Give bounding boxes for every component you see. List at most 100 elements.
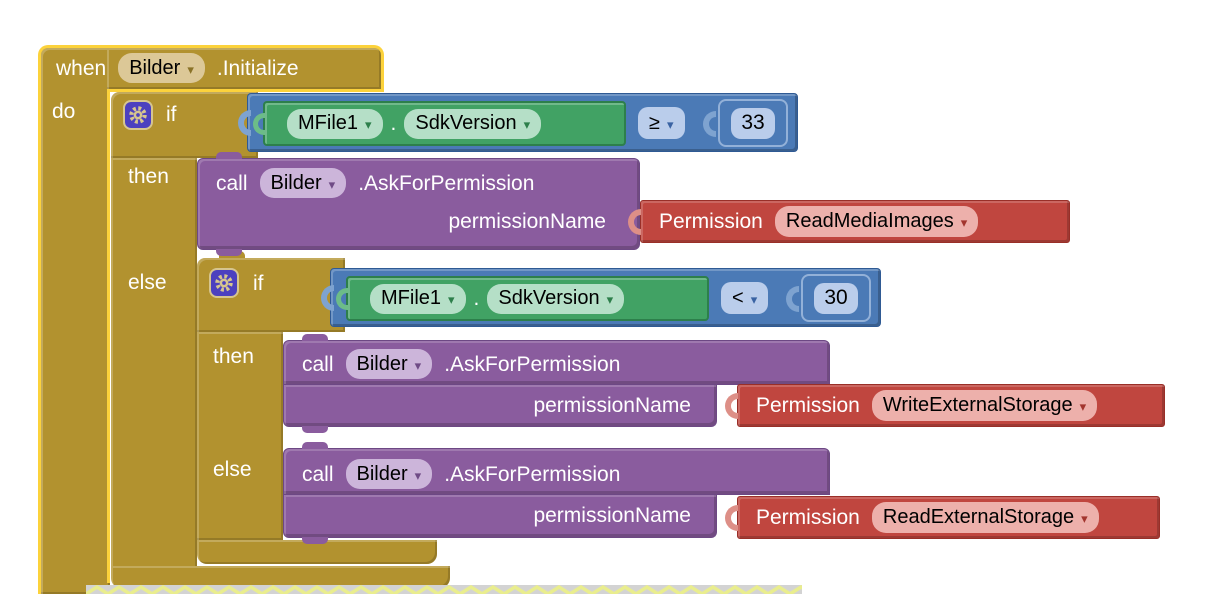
operator-dropdown-inner[interactable]: < ▾ — [721, 282, 769, 314]
plug-icon — [628, 208, 641, 235]
dropdown-arrow-icon: ▾ — [328, 176, 336, 192]
dropdown-arrow-icon: ▾ — [1081, 511, 1088, 526]
collapsed-block-strip[interactable] — [86, 583, 802, 594]
connector-tab — [302, 334, 328, 341]
if-inner-left-strip[interactable] — [197, 332, 283, 540]
event-name: .Initialize — [216, 56, 299, 80]
call-component-value: Bilder — [270, 171, 322, 194]
component-getter-block-outer[interactable]: MFile1 ▾ . SdkVersion ▾ — [253, 101, 626, 146]
connector-tab — [216, 152, 242, 159]
zigzag-pattern-icon — [86, 585, 802, 594]
permission-block-then-outer[interactable]: Permission ReadMediaImages ▾ — [628, 200, 1070, 243]
call-method-name: .AskForPermission — [358, 171, 535, 195]
dropdown-arrow-icon: ▾ — [960, 215, 968, 230]
if-outer-header[interactable]: if — [111, 92, 258, 158]
permission-dropdown[interactable]: ReadMediaImages ▾ — [774, 206, 979, 237]
when-block-header-content: when Bilder ▾ .Initialize — [56, 51, 299, 85]
when-block-slot-outline — [107, 89, 110, 583]
call-keyword: call — [216, 171, 248, 195]
connector-tab — [302, 537, 328, 544]
if-inner-footer[interactable] — [197, 540, 437, 564]
when-keyword: when — [56, 56, 107, 80]
getter-dot: . — [473, 287, 480, 310]
then-label-outer: then — [128, 165, 169, 188]
getter-property-dropdown[interactable]: SdkVersion ▾ — [404, 108, 542, 139]
condition-block-outer[interactable]: MFile1 ▾ . SdkVersion ▾ ≥ ▾ 33 — [238, 93, 798, 152]
dropdown-arrow-icon: ▾ — [187, 61, 194, 77]
socket-icon — [786, 286, 799, 312]
mutator-gear-button[interactable] — [123, 100, 153, 130]
if-label: if — [253, 272, 264, 295]
call-component-dropdown[interactable]: Bilder ▾ — [345, 459, 433, 489]
call-component-value: Bilder — [356, 462, 408, 485]
mutator-gear-button[interactable] — [209, 268, 239, 298]
gear-icon — [215, 274, 233, 292]
plug-icon — [725, 504, 738, 531]
call-param-label: permissionName — [533, 394, 691, 417]
call-method-name: .AskForPermission — [444, 462, 621, 486]
connector-tab — [302, 426, 328, 433]
getter-component-dropdown[interactable]: MFile1 ▾ — [287, 108, 383, 139]
when-block-left-strip[interactable] — [38, 45, 110, 594]
do-label: do — [52, 100, 76, 123]
number-field[interactable]: 33 — [731, 107, 775, 139]
number-block-outer[interactable]: 33 — [718, 99, 788, 147]
dropdown-arrow-icon: ▾ — [606, 292, 614, 307]
component-dropdown-value: Bilder — [129, 56, 181, 79]
dropdown-arrow-icon: ▾ — [365, 117, 372, 132]
plug-icon — [336, 287, 348, 310]
call-block-else-inner-row2[interactable]: permissionName — [283, 495, 717, 544]
call-block-then-outer[interactable]: call Bilder ▾ .AskForPermission permissi… — [197, 152, 640, 256]
permission-block-then-inner[interactable]: Permission WriteExternalStorage ▾ — [725, 384, 1165, 427]
call-component-value: Bilder — [356, 352, 408, 375]
permission-value: ReadMediaImages — [785, 210, 954, 232]
call-block-else-inner-row1[interactable]: call Bilder ▾ .AskForPermission — [283, 442, 830, 495]
if-label: if — [166, 103, 177, 126]
call-method-name: .AskForPermission — [444, 352, 621, 376]
call-block-then-inner-row2[interactable]: permissionName — [283, 385, 717, 433]
component-dropdown[interactable]: Bilder ▾ — [118, 53, 205, 83]
getter-component-value: MFile1 — [381, 287, 442, 309]
permission-label: Permission — [756, 506, 860, 529]
call-keyword: call — [302, 352, 334, 376]
permission-value: ReadExternalStorage — [882, 506, 1075, 528]
call-component-dropdown[interactable]: Bilder ▾ — [259, 168, 347, 198]
plug-icon — [253, 112, 265, 135]
dropdown-arrow-icon: ▾ — [666, 116, 674, 132]
permission-dropdown[interactable]: WriteExternalStorage ▾ — [871, 390, 1098, 421]
permission-label: Permission — [659, 210, 763, 233]
if-outer-left-strip[interactable] — [111, 158, 197, 568]
number-field[interactable]: 30 — [814, 282, 858, 314]
plug-icon — [321, 284, 334, 311]
component-getter-block-inner[interactable]: MFile1 ▾ . SdkVersion ▾ — [336, 276, 709, 321]
dropdown-arrow-icon: ▾ — [523, 117, 531, 132]
connector-tab — [216, 249, 242, 256]
getter-component-dropdown[interactable]: MFile1 ▾ — [370, 283, 466, 314]
operator-value: ≥ — [649, 111, 660, 134]
dropdown-arrow-icon: ▾ — [1079, 399, 1087, 414]
permission-label: Permission — [756, 394, 860, 417]
call-component-dropdown[interactable]: Bilder ▾ — [345, 349, 433, 379]
getter-component-value: MFile1 — [298, 112, 359, 134]
socket-icon — [703, 111, 716, 137]
permission-value: WriteExternalStorage — [882, 394, 1073, 416]
call-keyword: call — [302, 462, 334, 486]
else-label-inner: else — [213, 458, 252, 481]
plug-icon — [238, 109, 251, 136]
operator-dropdown-outer[interactable]: ≥ ▾ — [638, 107, 685, 139]
condition-block-inner[interactable]: MFile1 ▾ . SdkVersion ▾ < ▾ 30 — [321, 268, 881, 327]
then-label-inner: then — [213, 345, 254, 368]
number-block-inner[interactable]: 30 — [801, 274, 871, 322]
dropdown-arrow-icon: ▾ — [414, 357, 422, 373]
operator-value: < — [732, 286, 744, 309]
if-outer-footer[interactable] — [111, 566, 450, 588]
dropdown-arrow-icon: ▾ — [414, 467, 422, 483]
call-block-then-inner-row1[interactable]: call Bilder ▾ .AskForPermission — [283, 334, 830, 385]
connector-tab — [302, 442, 328, 449]
permission-dropdown[interactable]: ReadExternalStorage ▾ — [871, 502, 1099, 533]
getter-property-dropdown[interactable]: SdkVersion ▾ — [487, 283, 625, 314]
getter-property-value: SdkVersion — [498, 287, 600, 309]
getter-property-value: SdkVersion — [415, 112, 517, 134]
permission-block-else-inner[interactable]: Permission ReadExternalStorage ▾ — [725, 496, 1160, 539]
